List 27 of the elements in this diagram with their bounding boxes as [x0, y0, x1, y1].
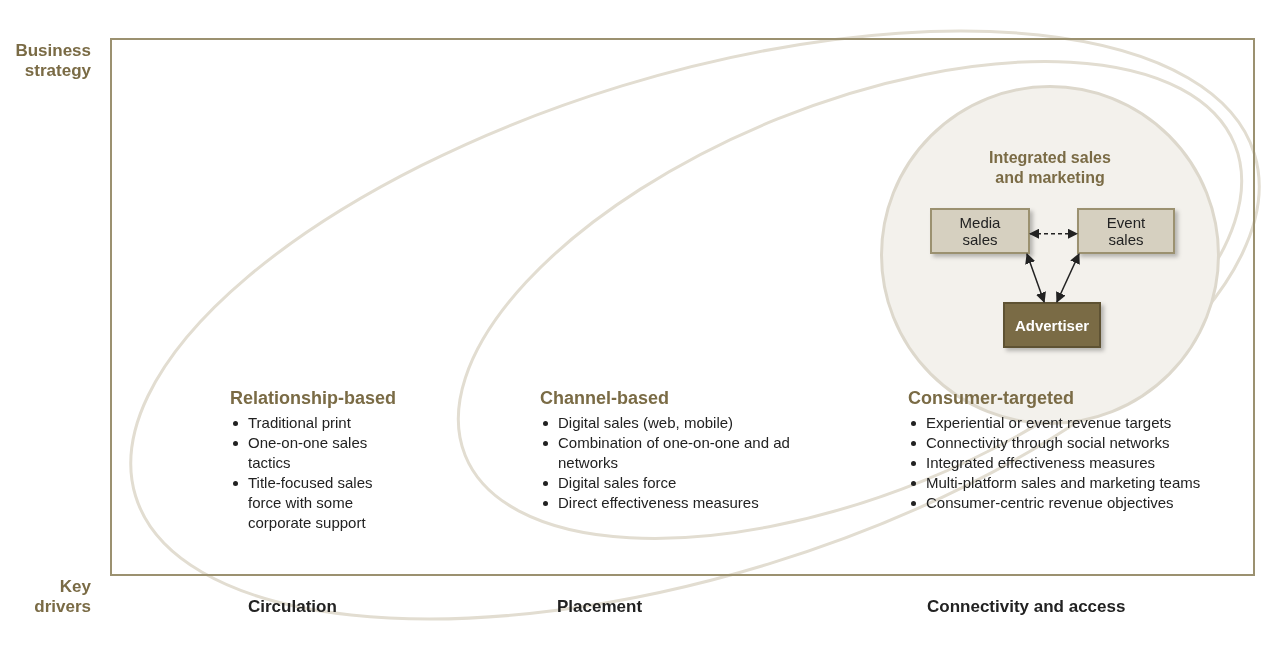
bullet-item: Digital sales force	[558, 473, 678, 493]
bullet-item: Integrated effectiveness measures	[926, 453, 1157, 473]
bullet-item: Traditional print	[248, 413, 352, 433]
driver-label: Placement	[557, 597, 643, 617]
bullet-item: Connectivity through social networks	[926, 433, 1171, 453]
bullet-item: Title-focused sales force with some corporate support	[248, 473, 374, 533]
arrow	[1056, 253, 1080, 303]
column-heading: Channel-based	[540, 387, 671, 410]
bullet-item: Digital sales (web, mobile)	[558, 413, 735, 433]
actor-box: Advertiser	[1003, 302, 1101, 348]
column-heading: Relationship-based	[230, 387, 398, 410]
process-box: Media sales	[930, 208, 1030, 254]
bullet-item: Consumer-centric revenue objectives	[926, 493, 1175, 513]
axis-label: Business strategy	[14, 41, 91, 81]
driver-label: Connectivity and access	[927, 597, 1126, 617]
column-heading: Consumer-targeted	[908, 387, 1076, 410]
bullet-item: Multi-platform sales and marketing teams	[926, 473, 1202, 493]
bullet-item: Direct effectiveness measures	[558, 493, 760, 513]
axis-label: Key drivers	[33, 577, 91, 617]
arrow	[1028, 228, 1079, 239]
arrow	[1025, 253, 1046, 303]
group-title: Integrated sales and marketing	[988, 148, 1112, 188]
driver-label: Circulation	[248, 597, 337, 617]
bullet-item: Experiential or event revenue targets	[926, 413, 1173, 433]
process-box: Event sales	[1077, 208, 1175, 254]
bullet-item: Combination of one-on-one and ad networks	[558, 433, 790, 473]
bullet-item: One-on-one sales tactics	[248, 433, 369, 473]
